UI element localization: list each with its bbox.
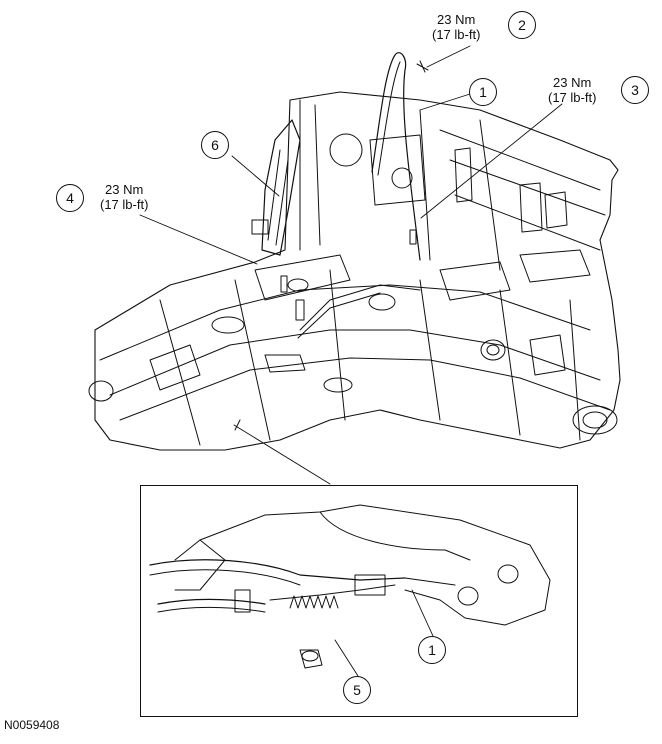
torque-spec-4-nm: 23 Nm (105, 182, 144, 197)
detail-view-artwork (149, 504, 551, 669)
torque-spec-3-nm: 23 Nm (553, 75, 592, 90)
detail-view-frame (140, 485, 578, 717)
callout-3: 3 (621, 76, 649, 104)
torque-spec-2-lbft: (17 lb-ft) (432, 27, 481, 42)
callout-2: 2 (508, 11, 536, 39)
torque-spec-2-nm: 23 Nm (437, 12, 476, 27)
torque-spec-4: 23 Nm (17 lb-ft) (100, 182, 148, 212)
callout-1-main: 1 (469, 78, 497, 106)
torque-spec-2: 23 Nm (17 lb-ft) (432, 12, 480, 42)
callout-1-detail: 1 (418, 636, 446, 664)
torque-spec-3: 23 Nm (17 lb-ft) (548, 75, 596, 105)
torque-spec-4-lbft: (17 lb-ft) (100, 197, 149, 212)
parking-brake-assembly (234, 52, 421, 431)
callout-4: 4 (56, 184, 84, 212)
figure-id: N0059408 (4, 718, 60, 732)
floor-pan (88, 91, 621, 451)
bolt-2-icon (416, 60, 429, 73)
callout-6: 6 (201, 131, 229, 159)
callout-5: 5 (343, 676, 371, 704)
leader-lines (139, 45, 563, 677)
torque-spec-3-lbft: (17 lb-ft) (548, 90, 597, 105)
